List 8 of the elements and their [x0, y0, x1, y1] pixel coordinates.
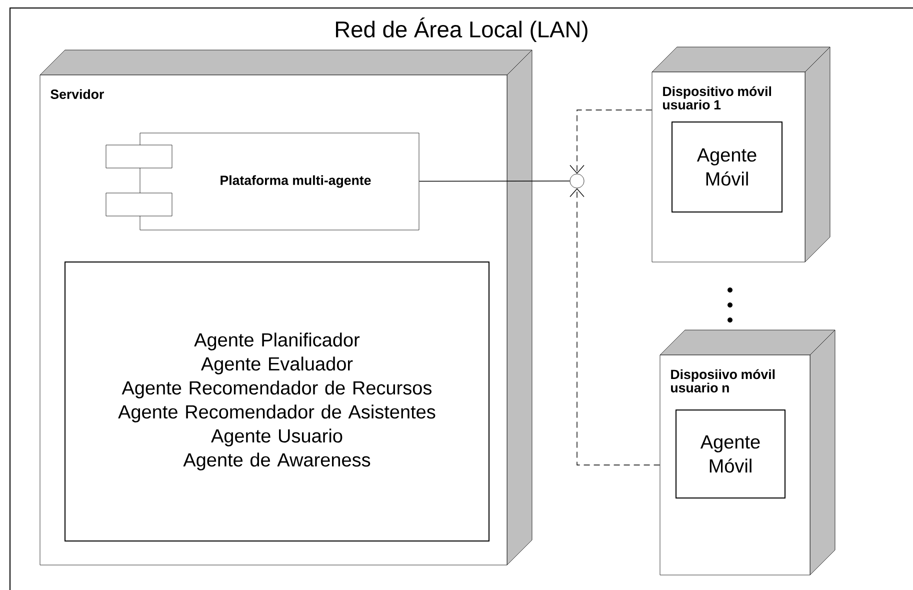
component-box: Plataforma multi-agente — [106, 132, 420, 230]
interface-circle — [570, 174, 584, 188]
connector — [418, 180, 570, 182]
text-box: Agente Móvil — [672, 122, 782, 212]
connector — [570, 188, 660, 466]
text-box: Agente Planificador Agente Evaluador Agente Recomendador de Recursos Agente Recomendador de Asistentes Agente Usuario Agente de Awareness — [64, 262, 490, 542]
text-box: Agente Móvil — [676, 410, 786, 498]
connector — [570, 110, 652, 174]
